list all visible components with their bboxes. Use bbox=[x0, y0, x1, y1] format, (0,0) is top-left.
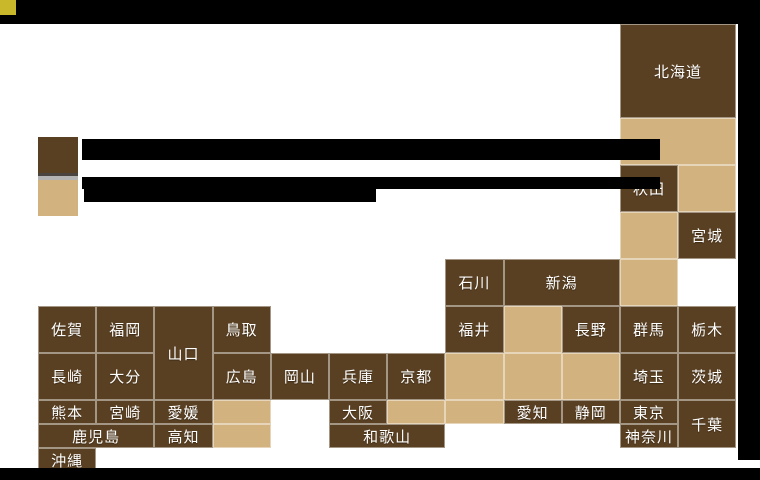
prefecture-cell-fukui[interactable]: 福井 bbox=[445, 306, 504, 353]
prefecture-label: 高知 bbox=[167, 427, 200, 446]
prefecture-label: 栃木 bbox=[691, 321, 724, 339]
prefecture-cell-kochi[interactable]: 高知 bbox=[154, 424, 213, 448]
prefecture-cell-hiroshima[interactable]: 広島 bbox=[212, 353, 271, 400]
japan-prefecture-map: 北海道秋田宮城石川新潟鳥取佐賀福岡山口福井長野群馬栃木長崎大分広島岡山兵庫京都埼… bbox=[38, 24, 738, 472]
prefecture-cell-yamanashi[interactable] bbox=[561, 353, 620, 400]
legend-swatch-covered bbox=[38, 137, 78, 177]
prefecture-cell-kumamoto[interactable]: 熊本 bbox=[38, 400, 97, 424]
prefecture-cell-saitama[interactable]: 埼玉 bbox=[619, 353, 679, 400]
prefecture-cell-kagawa[interactable] bbox=[212, 400, 271, 424]
prefecture-cell-oita[interactable]: 大分 bbox=[96, 353, 155, 400]
prefecture-cell-yamaguchi[interactable]: 山口 bbox=[154, 306, 213, 400]
prefecture-cell-saga[interactable]: 佐賀 bbox=[38, 306, 97, 353]
right-redaction-band bbox=[738, 18, 760, 460]
legend-swatch-uncovered bbox=[38, 176, 78, 216]
prefecture-cell-miyagi[interactable]: 宮城 bbox=[678, 212, 737, 259]
prefecture-label: 長崎 bbox=[51, 368, 84, 386]
prefecture-label: 福井 bbox=[458, 321, 491, 339]
prefecture-label: 広島 bbox=[225, 368, 258, 386]
bottom-redaction-band bbox=[0, 468, 760, 480]
prefecture-cell-tochigi[interactable]: 栃木 bbox=[678, 306, 737, 353]
prefecture-label: 和歌山 bbox=[363, 427, 412, 446]
prefecture-cell-toyama[interactable] bbox=[503, 306, 562, 353]
prefecture-label: 石川 bbox=[458, 274, 491, 292]
legend-label-covered-redacted bbox=[82, 139, 660, 160]
header-color-swatch bbox=[0, 0, 16, 15]
prefecture-label: 東京 bbox=[632, 403, 665, 422]
prefecture-cell-nagasaki[interactable]: 長崎 bbox=[38, 353, 97, 400]
legend-label-uncovered-redacted-a bbox=[82, 177, 660, 189]
prefecture-cell-yamagata[interactable] bbox=[619, 212, 679, 259]
prefecture-cell-kyoto[interactable]: 京都 bbox=[387, 353, 446, 400]
prefecture-label: 大阪 bbox=[342, 403, 375, 422]
prefecture-cell-iwate[interactable] bbox=[678, 165, 737, 212]
prefecture-label: 新潟 bbox=[545, 274, 578, 292]
prefecture-label: 鹿児島 bbox=[72, 427, 121, 446]
prefecture-cell-wakayama[interactable]: 和歌山 bbox=[328, 424, 446, 448]
prefecture-label: 兵庫 bbox=[342, 368, 375, 386]
legend-row-uncovered bbox=[38, 176, 738, 216]
legend-row-covered bbox=[38, 137, 738, 177]
prefecture-cell-miyazaki[interactable]: 宮崎 bbox=[96, 400, 155, 424]
prefecture-cell-ishikawa[interactable]: 石川 bbox=[445, 259, 504, 306]
prefecture-cell-hokkaido[interactable]: 北海道 bbox=[619, 24, 737, 118]
prefecture-cell-kagoshima[interactable]: 鹿児島 bbox=[38, 424, 155, 448]
prefecture-label: 千葉 bbox=[691, 415, 724, 434]
prefecture-label: 埼玉 bbox=[632, 368, 665, 386]
prefecture-label: 愛知 bbox=[516, 403, 549, 422]
prefecture-label: 鳥取 bbox=[225, 321, 258, 339]
prefecture-label: 沖縄 bbox=[51, 451, 84, 470]
prefecture-cell-osaka[interactable]: 大阪 bbox=[328, 400, 388, 424]
prefecture-cell-nara[interactable] bbox=[387, 400, 446, 424]
prefecture-label: 福岡 bbox=[109, 321, 142, 339]
prefecture-cell-fukuoka[interactable]: 福岡 bbox=[96, 306, 155, 353]
prefecture-cell-mie[interactable] bbox=[445, 400, 504, 424]
prefecture-label: 熊本 bbox=[51, 403, 84, 422]
map-legend bbox=[38, 137, 738, 216]
prefecture-cell-tokyo[interactable]: 東京 bbox=[619, 400, 679, 424]
prefecture-cell-gunma[interactable]: 群馬 bbox=[619, 306, 679, 353]
prefecture-label: 大分 bbox=[109, 368, 142, 386]
top-header-band bbox=[0, 0, 760, 24]
prefecture-cell-gifu[interactable] bbox=[503, 353, 562, 400]
prefecture-label: 北海道 bbox=[654, 62, 703, 81]
prefecture-cell-ehime[interactable]: 愛媛 bbox=[154, 400, 213, 424]
prefecture-label: 宮城 bbox=[691, 227, 724, 245]
prefecture-label: 佐賀 bbox=[51, 321, 84, 339]
prefecture-cell-shizuoka[interactable]: 静岡 bbox=[561, 400, 620, 424]
prefecture-cell-kanagawa[interactable]: 神奈川 bbox=[619, 424, 679, 448]
prefecture-cell-chiba[interactable]: 千葉 bbox=[678, 400, 737, 448]
prefecture-label: 神奈川 bbox=[624, 427, 673, 446]
prefecture-label: 静岡 bbox=[574, 403, 607, 422]
prefecture-label: 長野 bbox=[574, 321, 607, 339]
legend-label-uncovered-redacted-b bbox=[84, 189, 376, 202]
prefecture-label: 山口 bbox=[167, 344, 200, 363]
header-redacted-title-bar bbox=[18, 1, 740, 14]
prefecture-cell-shiga[interactable] bbox=[445, 353, 504, 400]
prefecture-cell-okayama[interactable]: 岡山 bbox=[270, 353, 329, 400]
prefecture-cell-nagano[interactable]: 長野 bbox=[561, 306, 620, 353]
prefecture-cell-tokushima[interactable] bbox=[212, 424, 271, 448]
prefecture-label: 岡山 bbox=[283, 368, 316, 386]
prefecture-cell-fukushima[interactable] bbox=[619, 259, 679, 306]
prefecture-label: 茨城 bbox=[691, 368, 724, 386]
prefecture-cell-aichi[interactable]: 愛知 bbox=[503, 400, 562, 424]
prefecture-label: 愛媛 bbox=[167, 403, 200, 422]
prefecture-cell-ibaraki[interactable]: 茨城 bbox=[678, 353, 737, 400]
prefecture-cell-hyogo[interactable]: 兵庫 bbox=[328, 353, 388, 400]
prefecture-label: 群馬 bbox=[632, 321, 665, 339]
prefecture-label: 京都 bbox=[400, 368, 433, 386]
prefecture-cell-niigata[interactable]: 新潟 bbox=[503, 259, 620, 306]
prefecture-cell-tottori[interactable]: 鳥取 bbox=[212, 306, 271, 353]
prefecture-label: 宮崎 bbox=[109, 403, 142, 422]
